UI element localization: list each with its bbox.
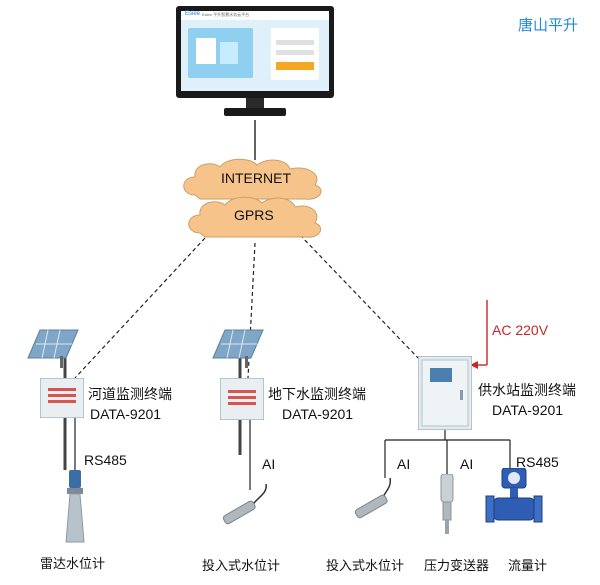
solar-panel-icon: [212, 329, 264, 368]
supply-level-sensor-label: 投入式水位计: [326, 558, 405, 573]
flow-meter-label: 流量计: [508, 558, 548, 573]
ground-level-sensor-label: 投入式水位计: [202, 558, 281, 573]
supply-ai-right-label: AI: [460, 456, 474, 472]
river-terminal-box-icon: [40, 378, 84, 418]
supply-terminal-name: 供水站监测终端: [478, 382, 576, 398]
ground-terminal-model: DATA-9201: [282, 406, 354, 422]
radar-level-meter-label: 雷达水位计: [40, 556, 106, 571]
pressure-transmitter-icon: [440, 474, 454, 534]
monitor-logo: Esiee: [185, 11, 201, 17]
internet-cloud: [183, 158, 322, 200]
ground-ai-label: AI: [262, 456, 276, 472]
gprs-label: GPRS: [234, 207, 274, 223]
monitor: Esiee Esiee 平升智慧水务云平台: [176, 6, 334, 118]
river-terminal-model: DATA-9201: [90, 406, 162, 422]
supply-rs485-label: RS485: [516, 454, 559, 470]
radar-level-meter-icon: [65, 470, 85, 543]
gprs-link-supply: [299, 234, 421, 361]
supply-terminal-model: DATA-9201: [492, 402, 564, 418]
power-arrow-head: [470, 361, 478, 369]
internet-label: INTERNET: [221, 170, 291, 186]
monitor-screen-title: Esiee 平升智慧水务云平台: [202, 12, 250, 17]
river-rs485-label: RS485: [84, 452, 127, 468]
flow-meter-icon: [485, 468, 543, 523]
power-label: AC 220V: [492, 322, 549, 338]
solar-panel-icon: [27, 329, 79, 368]
submersible-level-sensor-icon: [222, 483, 267, 525]
ground-terminal-box-icon: [220, 378, 264, 420]
pressure-transmitter-label: 压力变送器: [424, 558, 490, 573]
supply-cabinet-icon: [418, 356, 472, 430]
monitor-icon: [176, 6, 334, 116]
gprs-cloud: [188, 196, 322, 238]
ground-terminal-name: 地下水监测终端: [268, 386, 366, 402]
brand-label: 唐山平升: [518, 17, 579, 34]
river-terminal-name: 河道监测终端: [88, 386, 172, 402]
submersible-level-sensor-icon: [354, 478, 392, 519]
supply-ai-left-label: AI: [397, 456, 411, 472]
gprs-link-river: [74, 237, 206, 379]
